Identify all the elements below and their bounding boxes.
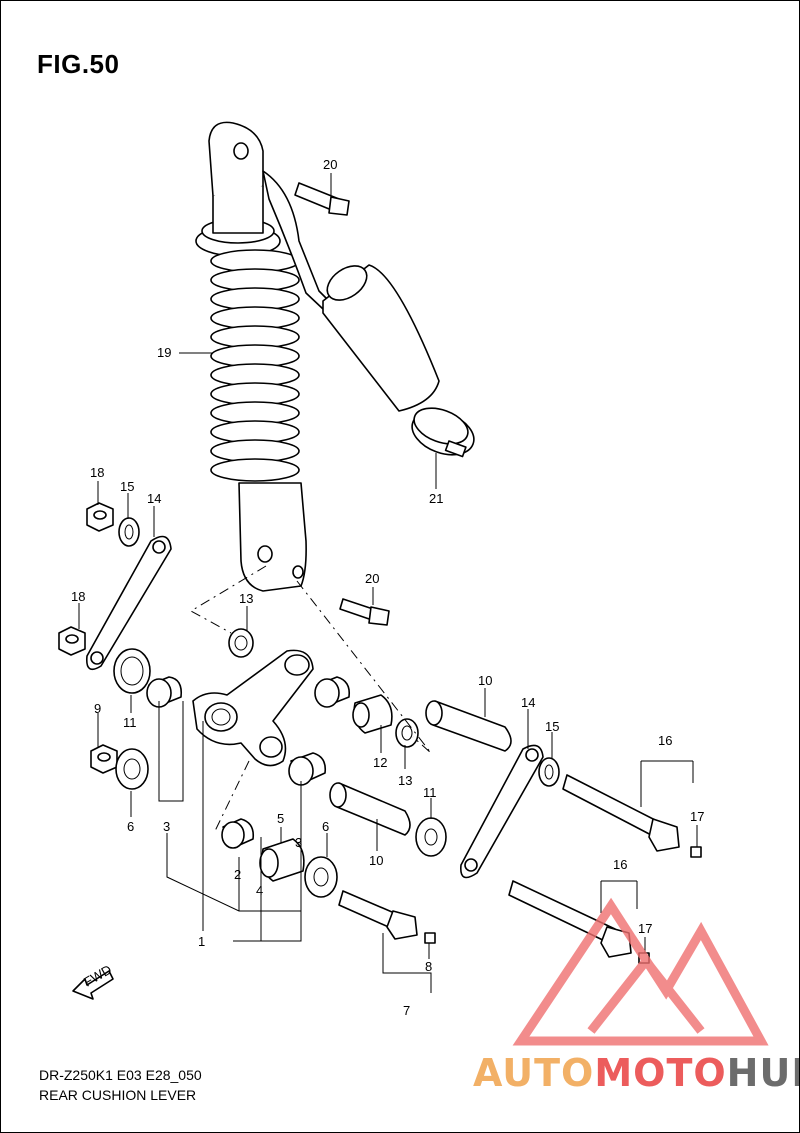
watermark-text-moto: MOTO <box>594 1051 727 1095</box>
forward-arrow-icon: FWD <box>72 962 114 1000</box>
model-code: DR-Z250K1 E03 E28_050 <box>39 1067 202 1083</box>
callout-7: 7 <box>403 1003 410 1018</box>
callout-1: 1 <box>198 934 205 949</box>
watermark-logo-icon <box>512 897 769 1046</box>
grease-nipple-8 <box>424 932 436 944</box>
oil-seal-11-left <box>113 648 151 694</box>
watermark-text-hub: HUB <box>726 1051 799 1095</box>
nut-18-lower <box>58 626 86 656</box>
oil-seal-11-right <box>415 817 447 857</box>
callout-5: 5 <box>277 811 284 826</box>
washer-6-right <box>304 856 338 898</box>
callout-14-right: 14 <box>521 695 535 710</box>
bolt-20-lower <box>339 598 390 626</box>
callout-3-right: 3 <box>295 835 302 850</box>
nut-18-upper <box>86 502 114 532</box>
bearing-3-left <box>146 676 183 708</box>
phantom-line <box>189 565 267 634</box>
spacer-10-middle <box>329 782 411 836</box>
washer-15-right <box>538 757 560 787</box>
bearing-2 <box>221 818 255 849</box>
cushion-rod-left <box>85 535 172 671</box>
callout-11-left: 11 <box>123 715 137 730</box>
grease-nipple-17-upper <box>690 846 702 858</box>
callout-16-upper: 16 <box>658 733 672 748</box>
callout-21: 21 <box>429 491 443 506</box>
cushion-lever <box>192 649 314 767</box>
spring-coil <box>210 458 300 482</box>
callout-14-upper: 14 <box>147 491 161 506</box>
callout-17-lower: 17 <box>638 921 652 936</box>
callout-12: 12 <box>373 755 387 770</box>
bolt-20-upper <box>294 182 350 216</box>
callout-18-lower: 18 <box>71 589 85 604</box>
callout-16-lower: 16 <box>613 857 627 872</box>
washer-15-upper <box>118 517 140 547</box>
callout-10-middle: 10 <box>369 853 383 868</box>
callout-8: 8 <box>425 959 432 974</box>
washer-6-left <box>115 748 149 790</box>
callout-13-lower: 13 <box>398 773 412 788</box>
callout-18-upper: 18 <box>90 465 104 480</box>
bolt-7 <box>338 890 418 940</box>
nut-9 <box>90 744 118 774</box>
washer-13-upper <box>228 628 254 658</box>
bearing-3-right <box>314 676 351 708</box>
rear-shock-absorber <box>195 121 440 592</box>
phantom-line <box>214 760 250 832</box>
callout-11-right: 11 <box>423 785 437 800</box>
cushion-rod-right <box>460 744 544 879</box>
callout-4: 4 <box>256 883 263 898</box>
callout-2: 2 <box>234 867 241 882</box>
callout-19: 19 <box>157 345 171 360</box>
callout-15-right: 15 <box>545 719 559 734</box>
bolt-16-upper <box>562 774 680 852</box>
figure-title: FIG.50 <box>37 49 120 79</box>
callout-6-right: 6 <box>322 819 329 834</box>
callout-6-left: 6 <box>127 819 134 834</box>
callout-10-right: 10 <box>478 673 492 688</box>
watermark-brand-text: AUTOMOTOHUB <box>473 1051 799 1095</box>
callout-17-upper: 17 <box>690 809 704 824</box>
callout-20-upper: 20 <box>323 157 337 172</box>
callout-13-upper: 13 <box>239 591 253 606</box>
callout-3-left: 3 <box>163 819 170 834</box>
spacer-10-right <box>425 700 512 752</box>
callout-9: 9 <box>94 701 101 716</box>
watermark-text-auto: AUTO <box>473 1051 595 1095</box>
spacer-12 <box>352 694 393 734</box>
callout-numbers: 20 19 21 18 15 14 18 20 13 11 9 6 3 10 1… <box>71 157 704 1018</box>
bearing-3-lower <box>288 752 327 786</box>
figure-description: REAR CUSHION LEVER <box>39 1087 197 1103</box>
callout-20-lower: 20 <box>365 571 379 586</box>
phantom-line <box>296 580 432 754</box>
spacer-5 <box>259 838 305 882</box>
leader-lines <box>78 173 698 993</box>
callout-15-upper: 15 <box>120 479 134 494</box>
washer-13-lower <box>395 718 419 748</box>
hose-clamp <box>411 407 475 458</box>
